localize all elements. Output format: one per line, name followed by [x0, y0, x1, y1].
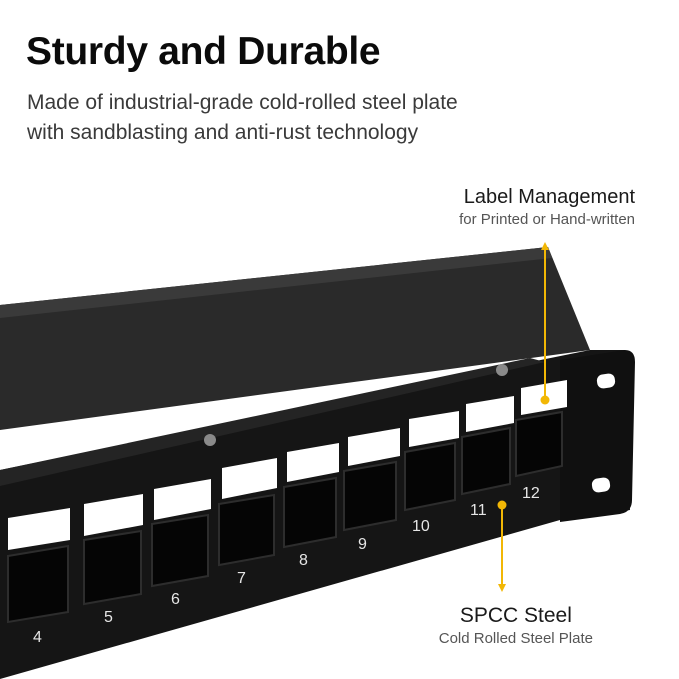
label-strip — [222, 458, 277, 499]
port-number: 4 — [33, 629, 42, 646]
port-opening — [515, 410, 563, 478]
label-strip — [8, 508, 70, 550]
rack-ear — [560, 350, 635, 522]
port-number: 6 — [171, 591, 180, 608]
label-management-title: Label Management — [463, 186, 635, 208]
port-number: 11 — [470, 502, 487, 519]
port-number: 9 — [358, 536, 367, 553]
port-number: 12 — [522, 485, 540, 502]
description: Made of industrial-grade cold-rolled ste… — [27, 88, 458, 148]
port-number: 5 — [104, 609, 113, 626]
rack-ear-hole — [596, 373, 616, 389]
port-openings — [7, 410, 563, 624]
port-opening — [283, 476, 337, 549]
port-opening — [218, 493, 275, 567]
label-management-callout: Label Management for Printed or Hand-wri… — [459, 184, 635, 230]
panel-top-highlight — [0, 247, 552, 318]
port-opening — [343, 460, 397, 532]
label-strip — [84, 494, 143, 536]
port-opening — [151, 513, 209, 588]
port-number: 10 — [412, 518, 430, 535]
description-line-2: with sandblasting and anti-rust technolo… — [27, 121, 419, 144]
label-callout-dot-icon — [540, 395, 550, 405]
spcc-steel-title: SPCC Steel — [459, 604, 572, 627]
label-strip — [348, 428, 400, 466]
screw-icon — [496, 364, 508, 376]
spcc-callout-dot-icon — [497, 500, 507, 510]
label-strip — [466, 396, 514, 432]
label-management-subtitle: for Printed or Hand-written — [459, 211, 635, 228]
description-line-1: Made of industrial-grade cold-rolled ste… — [27, 91, 458, 114]
label-strip — [409, 411, 459, 447]
label-strip — [287, 443, 339, 482]
port-opening — [83, 529, 142, 606]
panel-lid-edge — [0, 358, 545, 486]
port-opening — [461, 426, 511, 496]
spcc-steel-callout: SPCC Steel Cold Rolled Steel Plate — [439, 603, 593, 649]
label-strip — [154, 479, 211, 520]
spcc-steel-subtitle: Cold Rolled Steel Plate — [438, 630, 593, 647]
port-opening — [404, 441, 456, 512]
port-number: 8 — [299, 552, 308, 569]
screw-icon — [204, 434, 216, 446]
page-title: Sturdy and Durable — [26, 30, 381, 73]
spcc-callout-arrow-icon — [498, 584, 506, 592]
label-strips — [8, 380, 567, 550]
port-number: 7 — [237, 570, 246, 587]
port-opening — [7, 544, 69, 624]
rack-ear-hole — [591, 477, 611, 493]
label-callout-arrow-icon — [541, 242, 549, 250]
